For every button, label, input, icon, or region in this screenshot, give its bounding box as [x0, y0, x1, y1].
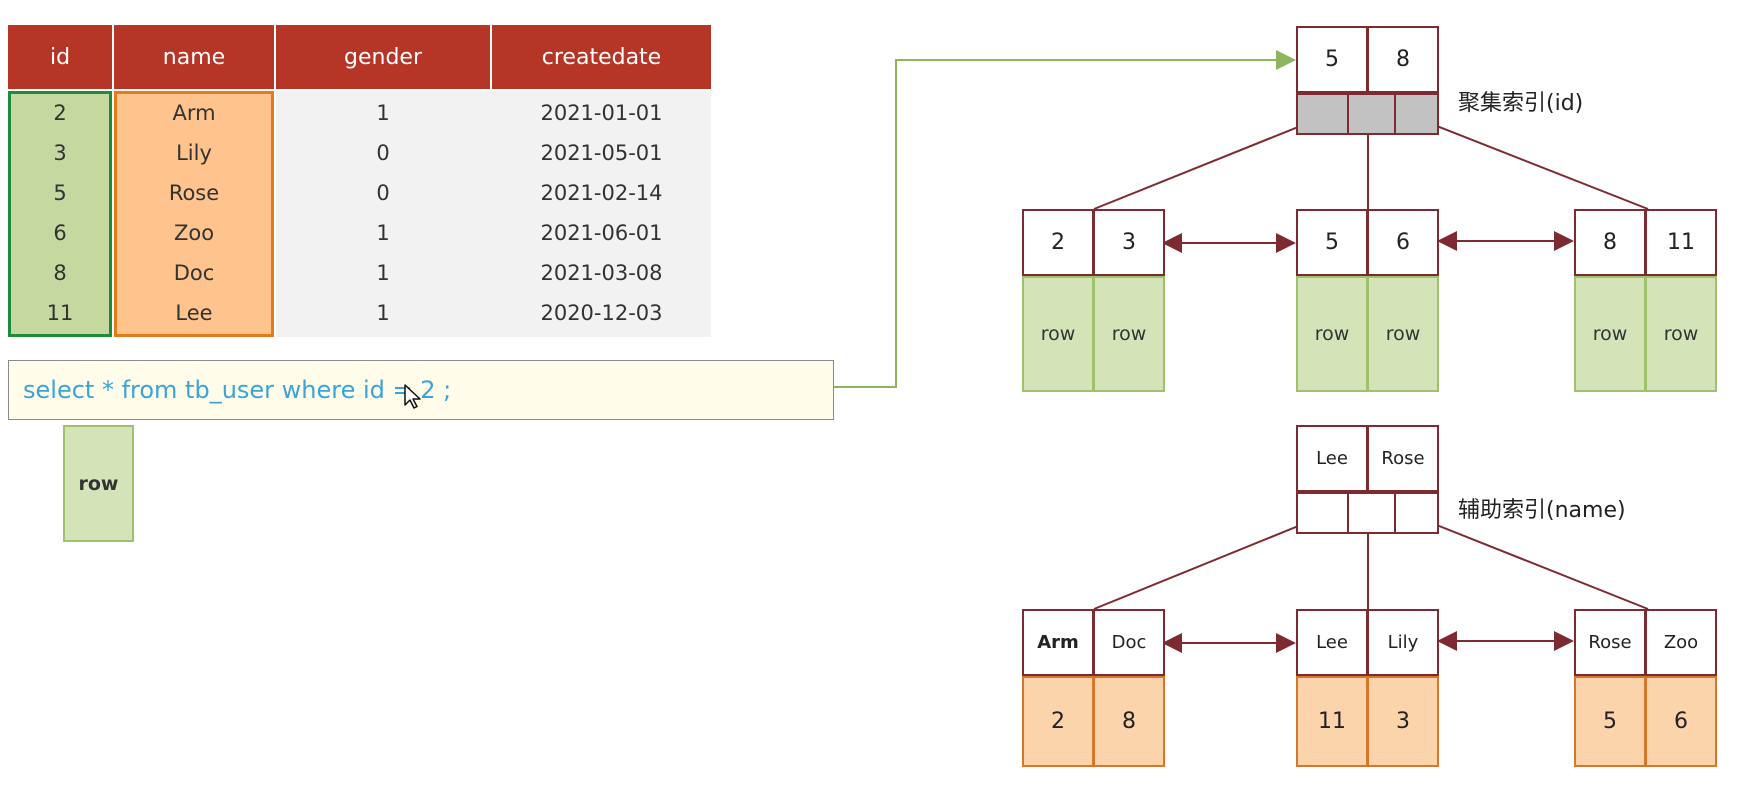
- query-result-row: row: [63, 425, 134, 542]
- cell-gender: 0: [376, 181, 390, 205]
- secondary-branch-right: [1418, 517, 1649, 610]
- cell-id: 11: [46, 301, 74, 325]
- cell-name: Arm: [172, 101, 216, 125]
- clustered-leaf-row: row: [1645, 276, 1717, 392]
- secondary-leaf-value: 3: [1367, 676, 1439, 767]
- secondary-leaf-key: Doc: [1093, 609, 1165, 676]
- secondary-root-key: Lee: [1296, 425, 1368, 492]
- cell-id: 5: [53, 181, 67, 205]
- cell-id: 3: [53, 141, 67, 165]
- clustered-leaf-row: row: [1093, 276, 1165, 392]
- clustered-leaf-key: 5: [1296, 209, 1368, 276]
- header-gender: gender: [276, 25, 490, 89]
- secondary-root-pointer: [1394, 492, 1439, 534]
- clustered-root-pointer: [1347, 93, 1396, 135]
- header-createdate: createdate: [492, 25, 711, 89]
- secondary-index-label: 辅助索引(name): [1458, 498, 1626, 523]
- cell-createdate: 2021-01-01: [540, 101, 663, 125]
- clustered-leaf-key: 6: [1367, 209, 1439, 276]
- clustered-leaf-key: 2: [1022, 209, 1094, 276]
- name-column-highlight: [114, 91, 274, 337]
- clustered-leaf-key: 8: [1574, 209, 1646, 276]
- clustered-index-label: 聚集索引(id): [1458, 91, 1584, 116]
- cell-name: Rose: [168, 181, 220, 205]
- secondary-leaf-value: 8: [1093, 676, 1165, 767]
- clustered-root-pointer: [1394, 93, 1439, 135]
- secondary-leaf-key: Lily: [1367, 609, 1439, 676]
- secondary-leaf-key: Arm: [1022, 609, 1094, 676]
- cell-createdate: 2020-12-03: [540, 301, 663, 325]
- clustered-root-key: 5: [1296, 26, 1368, 93]
- mouse-cursor-icon: [404, 384, 421, 409]
- secondary-leaf-key: Rose: [1574, 609, 1646, 676]
- cell-name: Doc: [173, 261, 215, 285]
- cell-name: Zoo: [173, 221, 215, 245]
- clustered-leaf-row: row: [1022, 276, 1094, 392]
- cell-gender: 1: [376, 301, 390, 325]
- query-to-index-arrow: [834, 50, 1296, 388]
- clustered-root-pointer: [1296, 93, 1349, 135]
- secondary-leaf-value: 2: [1022, 676, 1094, 767]
- sql-query-box: select * from tb_user where id = 2 ;: [8, 360, 834, 420]
- secondary-leaf-key: Zoo: [1645, 609, 1717, 676]
- cell-name: Lily: [176, 141, 212, 165]
- clustered-root-key: 8: [1367, 26, 1439, 93]
- cell-id: 6: [53, 221, 67, 245]
- secondary-branch-left: [1093, 517, 1319, 610]
- header-id: id: [8, 25, 112, 89]
- secondary-root-pointer: [1296, 492, 1349, 534]
- id-column-highlight: [8, 91, 112, 337]
- cell-createdate: 2021-06-01: [540, 221, 663, 245]
- cell-id: 8: [53, 261, 67, 285]
- clustered-leaf-key: 3: [1093, 209, 1165, 276]
- secondary-leaf-key: Lee: [1296, 609, 1368, 676]
- clustered-branch-right: [1418, 118, 1649, 210]
- secondary-leaf-value: 11: [1296, 676, 1368, 767]
- cell-gender: 0: [376, 141, 390, 165]
- clustered-leaf-row: row: [1574, 276, 1646, 392]
- cell-name: Lee: [175, 301, 213, 325]
- clustered-leaf-key: 11: [1645, 209, 1717, 276]
- secondary-leaf-value: 5: [1574, 676, 1646, 767]
- cell-gender: 1: [376, 101, 390, 125]
- clustered-leaf-row: row: [1367, 276, 1439, 392]
- cell-createdate: 2021-02-14: [540, 181, 663, 205]
- clustered-branch-left: [1093, 118, 1319, 210]
- clustered-leaf-row: row: [1296, 276, 1368, 392]
- secondary-root-pointer: [1347, 492, 1396, 534]
- cell-gender: 1: [376, 221, 390, 245]
- secondary-leaf-value: 6: [1645, 676, 1717, 767]
- header-name: name: [114, 25, 274, 89]
- cell-createdate: 2021-03-08: [540, 261, 663, 285]
- cell-createdate: 2021-05-01: [540, 141, 663, 165]
- cell-gender: 1: [376, 261, 390, 285]
- cell-id: 2: [53, 101, 67, 125]
- secondary-root-key: Rose: [1367, 425, 1439, 492]
- table-body-background: [276, 91, 711, 337]
